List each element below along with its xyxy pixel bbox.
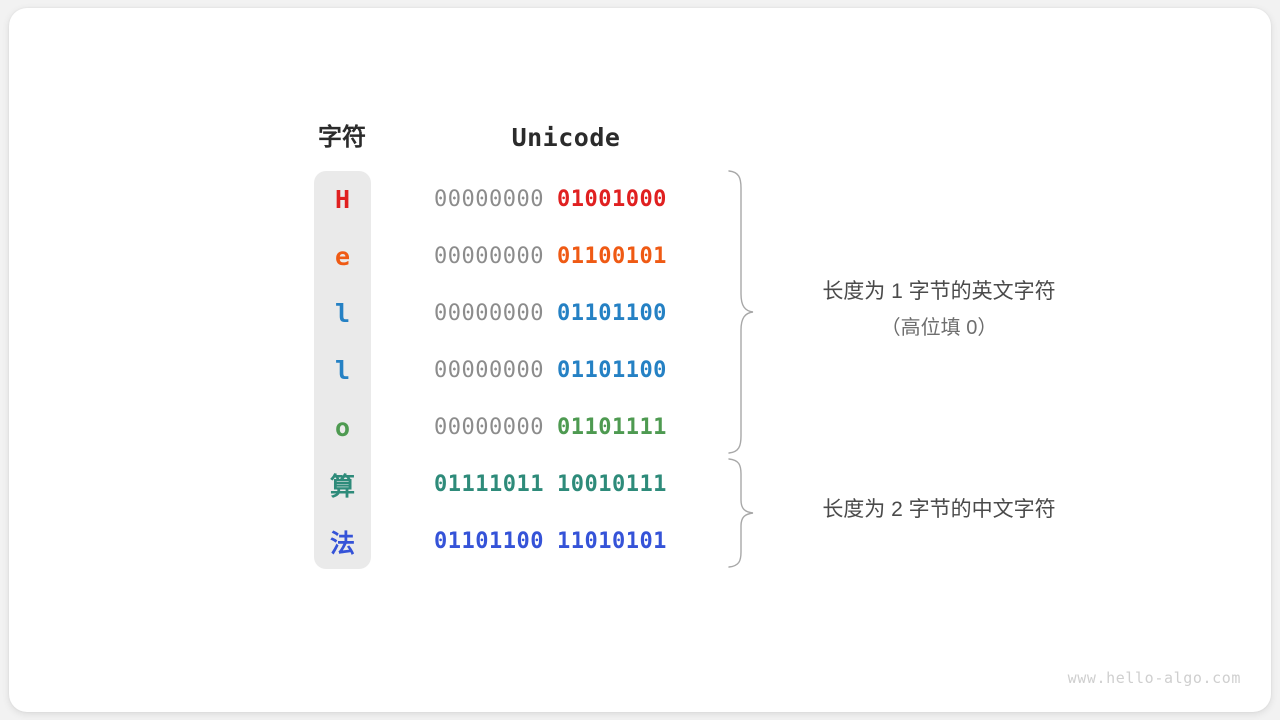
byte-high: 00000000 — [434, 415, 544, 440]
annotation-chinese-main: 长度为 2 字节的中文字符 — [822, 498, 1056, 521]
byte-low: 01101100 — [556, 301, 667, 326]
annotation-english: 长度为 1 字节的英文字符 （高位填 0） — [769, 274, 1109, 346]
character-cell: 法 — [329, 528, 355, 558]
byte-low: 01101100 — [556, 358, 667, 383]
character-cell: l — [334, 299, 351, 328]
annotation-chinese: 长度为 2 字节的中文字符 — [769, 494, 1109, 526]
column-header-character: 字符 — [318, 124, 366, 151]
byte-low: 10010111 — [556, 472, 667, 497]
byte-high: 01111011 — [434, 472, 544, 497]
binary-row: 01111011 10010111 — [434, 456, 734, 513]
character-cell: e — [334, 242, 351, 271]
brace-english-icon — [728, 170, 754, 454]
watermark: www.hello-algo.com — [1067, 669, 1241, 687]
binary-row: 00000000 01101100 — [434, 285, 734, 342]
binary-row: 00000000 01101100 — [434, 342, 734, 399]
character-cell: l — [334, 356, 351, 385]
binary-row: 00000000 01101111 — [434, 399, 734, 456]
byte-high: 01101100 — [434, 529, 544, 554]
character-cell: 算 — [329, 471, 355, 501]
byte-high: 00000000 — [434, 301, 544, 326]
byte-high: 00000000 — [434, 187, 544, 212]
binary-row: 00000000 01100101 — [434, 228, 734, 285]
byte-low: 01001000 — [556, 187, 667, 212]
binary-row: 01101100 11010101 — [434, 513, 734, 570]
byte-low: 11010101 — [556, 529, 667, 554]
byte-high: 00000000 — [434, 244, 544, 269]
binary-row: 00000000 01001000 — [434, 171, 734, 228]
byte-low: 01100101 — [556, 244, 667, 269]
character-cell: o — [334, 413, 351, 442]
annotation-english-sub: （高位填 0） — [880, 317, 998, 339]
annotation-english-main: 长度为 1 字节的英文字符 — [822, 280, 1056, 303]
byte-high: 00000000 — [434, 358, 544, 383]
brace-chinese-icon — [728, 458, 754, 568]
column-header-unicode: Unicode — [511, 123, 621, 152]
byte-low: 01101111 — [556, 415, 667, 440]
character-cell: H — [334, 185, 351, 214]
